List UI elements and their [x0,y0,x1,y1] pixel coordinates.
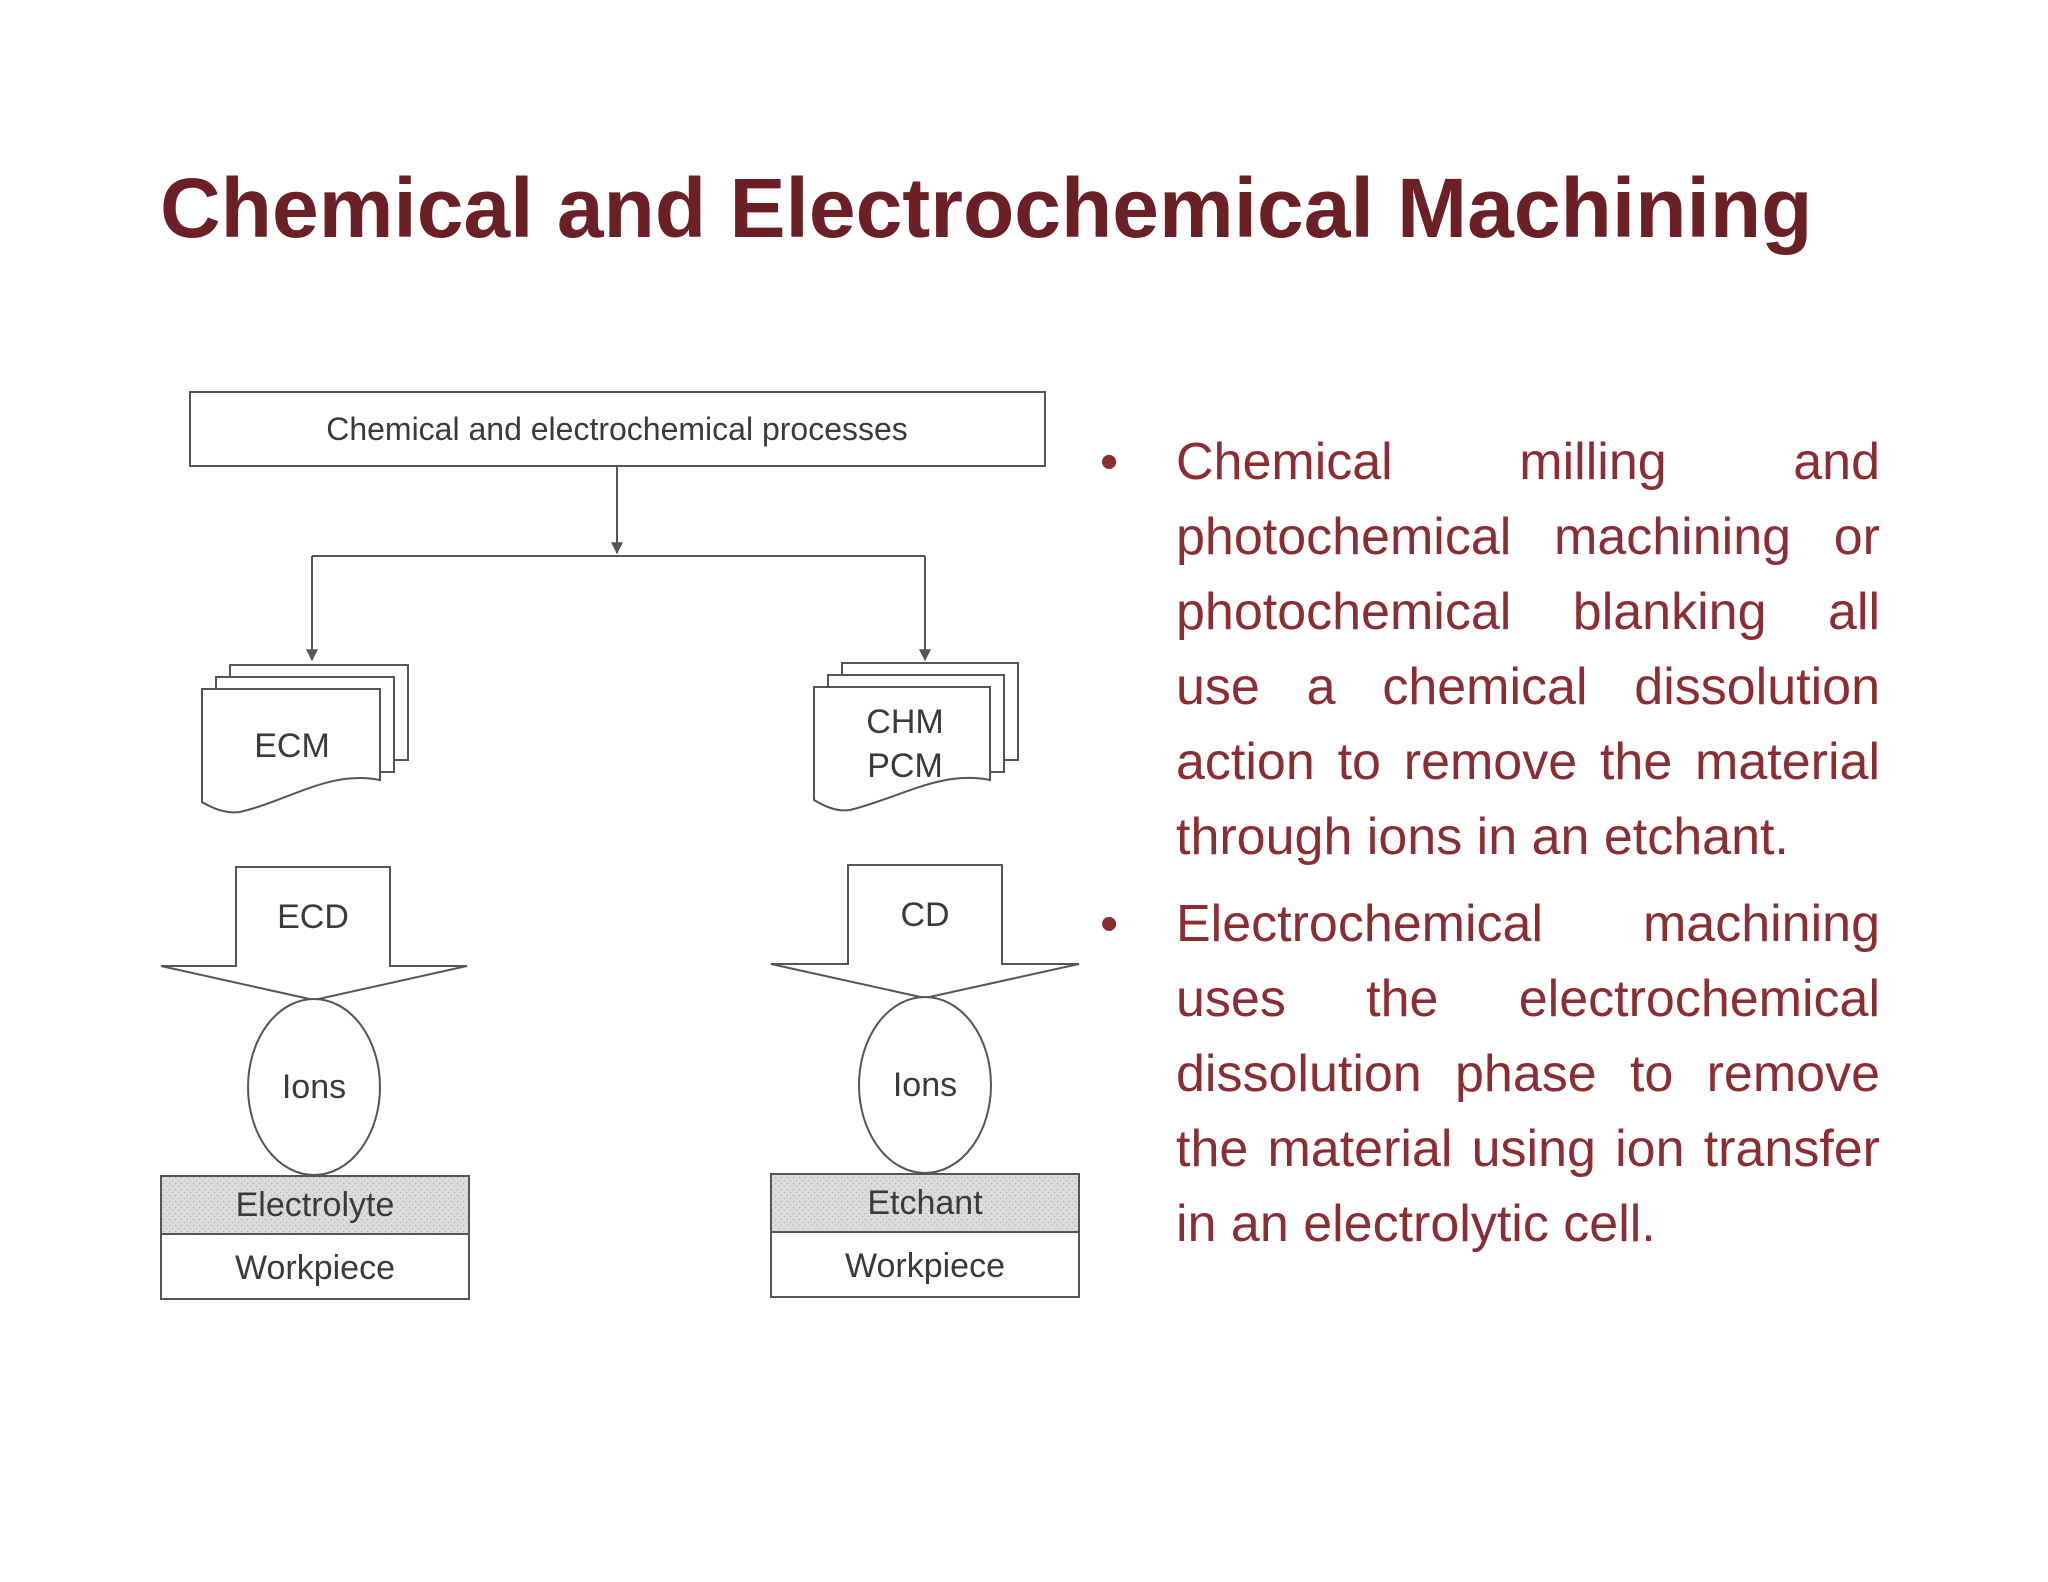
slide-title: Chemical and Electrochemical Machining [160,161,1813,255]
cd-block-arrow: CD [770,864,1080,1000]
ecm-document-stack: ECM [201,664,409,814]
chm-pcm-document-stack: CHM PCM [813,662,1019,812]
bullet-item: • Chemical milling and photochemical mac… [1100,425,1880,875]
connector-lines [306,466,931,662]
left-workpiece-block: Workpiece [160,1233,470,1300]
bullet-text: Chemical milling and photochemical machi… [1176,433,1880,866]
right-workpiece-block: Workpiece [770,1231,1080,1298]
left-electrolyte-layer: Electrolyte [160,1175,470,1235]
chm-label: CHM [866,703,943,741]
bullet-item: • Electrochemical machining uses the ele… [1100,887,1880,1262]
etchant-label: Etchant [867,1184,983,1222]
right-etchant-layer: Etchant [770,1173,1080,1233]
electrolyte-label: Electrolyte [236,1186,395,1224]
left-workpiece-label: Workpiece [235,1249,395,1287]
bullet-text: Electrochemical machining uses the elect… [1176,895,1880,1253]
bullet-marker: • [1100,433,1119,491]
cd-label: CD [900,896,949,934]
ecm-label: ECM [254,727,330,765]
right-workpiece-label: Workpiece [845,1247,1005,1285]
right-ions-ellipse: Ions [858,996,992,1174]
ecd-label: ECD [277,898,349,936]
right-ions-label: Ions [893,1066,957,1104]
process-diagram: Chemical and electrochemical processes E… [160,391,1080,1300]
pcm-label: PCM [867,747,943,785]
ecd-block-arrow: ECD [160,866,468,1002]
left-ions-ellipse: Ions [247,998,381,1176]
root-process-label: Chemical and electrochemical processes [326,411,908,447]
root-process-box: Chemical and electrochemical processes [189,391,1046,467]
left-ions-label: Ions [282,1068,346,1106]
bullet-list: • Chemical milling and photochemical mac… [1100,425,1880,1274]
bullet-marker: • [1100,895,1119,953]
